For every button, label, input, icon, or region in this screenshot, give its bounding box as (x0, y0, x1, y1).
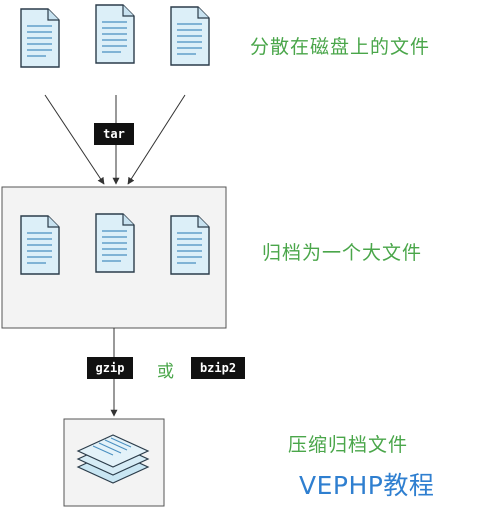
document-icon (20, 215, 60, 275)
scattered-files-label: 分散在磁盘上的文件 (250, 36, 431, 58)
bzip2-command: bzip2 (191, 357, 245, 379)
document-icon (20, 8, 60, 68)
gzip-command: gzip (87, 357, 133, 379)
document-icon (95, 4, 135, 64)
arrow-right (127, 94, 186, 185)
document-stack-icon (76, 434, 150, 484)
archive-label: 归档为一个大文件 (262, 242, 423, 264)
document-icon (95, 213, 135, 273)
document-icon (170, 6, 210, 66)
watermark-text: VEPHP教程 (299, 471, 435, 500)
tar-command: tar (94, 123, 134, 145)
arrow-left (44, 94, 105, 185)
compressed-label: 压缩归档文件 (288, 434, 409, 456)
or-label: 或 (157, 362, 174, 382)
document-icon (170, 215, 210, 275)
